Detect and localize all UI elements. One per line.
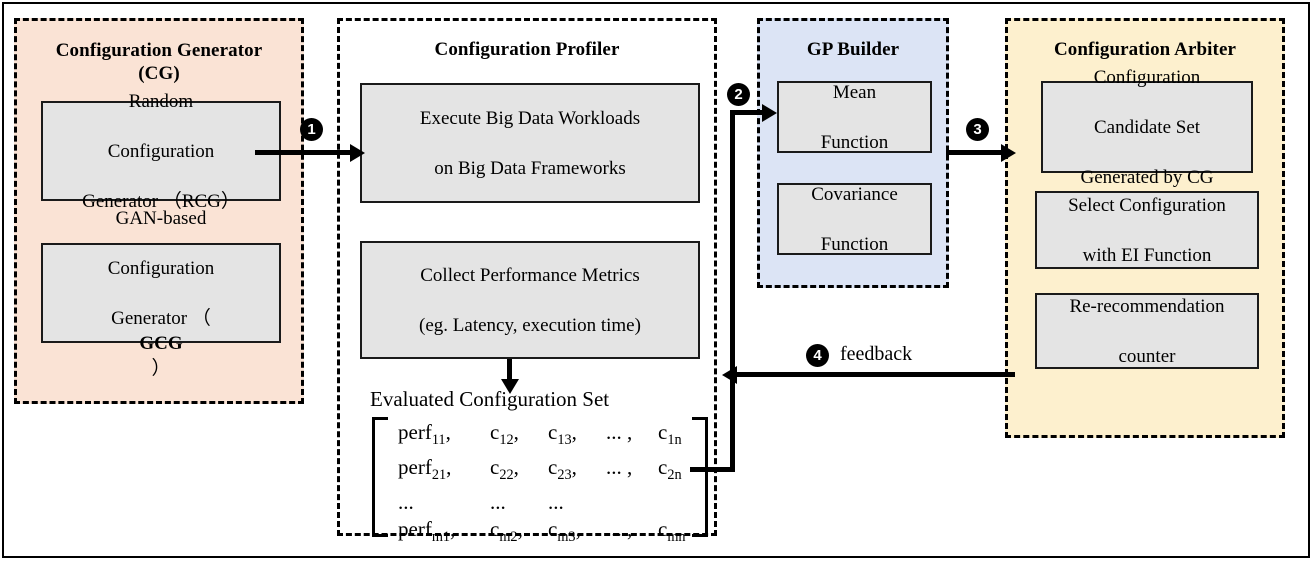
badge-step-3: 3	[966, 118, 989, 141]
matrix-row: perf21,c22,c23,... ,c2n	[398, 455, 682, 484]
box-gan-based-configuration-generator[interactable]: GAN-based Configuration Generator （GCG）	[41, 208, 281, 379]
arrow-metrics-to-set-head	[501, 379, 519, 394]
box-line1: GAN-based	[115, 207, 207, 229]
panel-title-configuration-profiler: Configuration Profiler	[340, 39, 714, 61]
evaluated-configuration-matrix: perf11,c12,c13,... ,c1n perf21,c22,c23,.…	[372, 417, 708, 546]
box-line1: Collect Performance Metrics	[420, 264, 640, 286]
panel-configuration-profiler: Configuration Profiler Execute Big Data …	[337, 18, 717, 546]
arrow-2-head	[762, 104, 777, 122]
box-line1: Random	[128, 90, 194, 112]
box-covariance-function[interactable]: Covariance Function	[777, 183, 932, 255]
box-select-configuration-ei[interactable]: Select Configuration with EI Function	[1035, 191, 1259, 269]
arrow-metrics-to-set-line	[507, 359, 512, 381]
arrow-4-line	[735, 372, 1015, 377]
panel-title-text: GP Builder	[806, 39, 900, 60]
panel-title-line1: Configuration Generator	[55, 40, 263, 61]
box-line3: Generator （GCG）	[111, 307, 211, 379]
box-line2: (eg. Latency, execution time)	[419, 314, 641, 336]
panel-title-line2: (CG)	[138, 63, 180, 84]
label-evaluated-configuration-set: Evaluated Configuration Set	[370, 387, 610, 411]
matrix-row: .........	[398, 490, 564, 515]
panel-gp-builder: GP Builder Mean Function Covariance Func…	[757, 18, 949, 288]
box-line3: Generator （RCG）	[82, 190, 240, 212]
box-line1: Mean	[832, 81, 877, 103]
box-mean-function[interactable]: Mean Function	[777, 81, 932, 153]
box-collect-performance-metrics[interactable]: Collect Performance Metrics (eg. Latency…	[360, 241, 700, 359]
label-feedback: feedback	[840, 343, 913, 365]
matrix-bracket-left	[372, 417, 388, 537]
box-line2: Configuration	[107, 257, 215, 279]
arrow-2-line-vertical	[730, 110, 735, 467]
box-line2: Function	[820, 233, 889, 255]
matrix-bracket-right	[691, 417, 708, 537]
panel-title-configuration-generator: Configuration Generator (CG)	[17, 39, 301, 85]
matrix-rows: perf11,c12,c13,... ,c1n perf21,c22,c23,.…	[388, 417, 692, 546]
arrow-2-line-top	[730, 110, 770, 115]
matrix-row: perf11,c12,c13,... ,c1n	[398, 420, 682, 449]
panel-configuration-arbiter: Configuration Arbiter Configuration Cand…	[1005, 18, 1285, 438]
box-line2: Configuration	[107, 140, 215, 162]
box-random-configuration-generator[interactable]: Random Configuration Generator （RCG）	[41, 91, 281, 212]
panel-title-text: Configuration Profiler	[434, 39, 620, 60]
box-line2: with EI Function	[1082, 244, 1212, 266]
panel-title-gp-builder: GP Builder	[760, 39, 946, 61]
box-line1: Configuration	[1093, 66, 1201, 88]
badge-step-2: 2	[727, 83, 750, 106]
box-line2: Function	[820, 131, 889, 153]
box-line1: Execute Big Data Workloads	[419, 107, 641, 129]
arrow-4-head	[722, 366, 737, 384]
arrow-1-line	[255, 150, 353, 155]
arrow-1-head	[350, 144, 365, 162]
arrow-3-head	[1001, 144, 1016, 162]
panel-configuration-generator: Configuration Generator (CG) Random Conf…	[14, 18, 304, 404]
badge-step-1: 1	[300, 118, 323, 141]
box-line1: Covariance	[811, 183, 898, 205]
box-line1: Re-recommendation	[1069, 295, 1225, 317]
arrow-3-line	[946, 150, 1008, 155]
box-line2: counter	[1118, 345, 1176, 367]
box-line3: Generated by CG	[1080, 166, 1214, 188]
panel-title-text: Configuration Arbiter	[1053, 39, 1237, 60]
box-line2: on Big Data Frameworks	[434, 157, 626, 179]
matrix-row: perfm1,cm2,cm3,... ,cmn	[398, 517, 686, 546]
box-re-recommendation-counter[interactable]: Re-recommendation counter	[1035, 293, 1259, 369]
box-execute-big-data-workloads[interactable]: Execute Big Data Workloads on Big Data F…	[360, 83, 700, 203]
box-line2: Candidate Set	[1093, 116, 1201, 138]
panel-title-configuration-arbiter: Configuration Arbiter	[1008, 39, 1282, 61]
box-line1: Select Configuration	[1068, 194, 1226, 216]
badge-step-4: 4	[806, 344, 829, 367]
box-configuration-candidate-set[interactable]: Configuration Candidate Set Generated by…	[1041, 67, 1253, 188]
arrow-2-line-bottom	[690, 467, 735, 472]
